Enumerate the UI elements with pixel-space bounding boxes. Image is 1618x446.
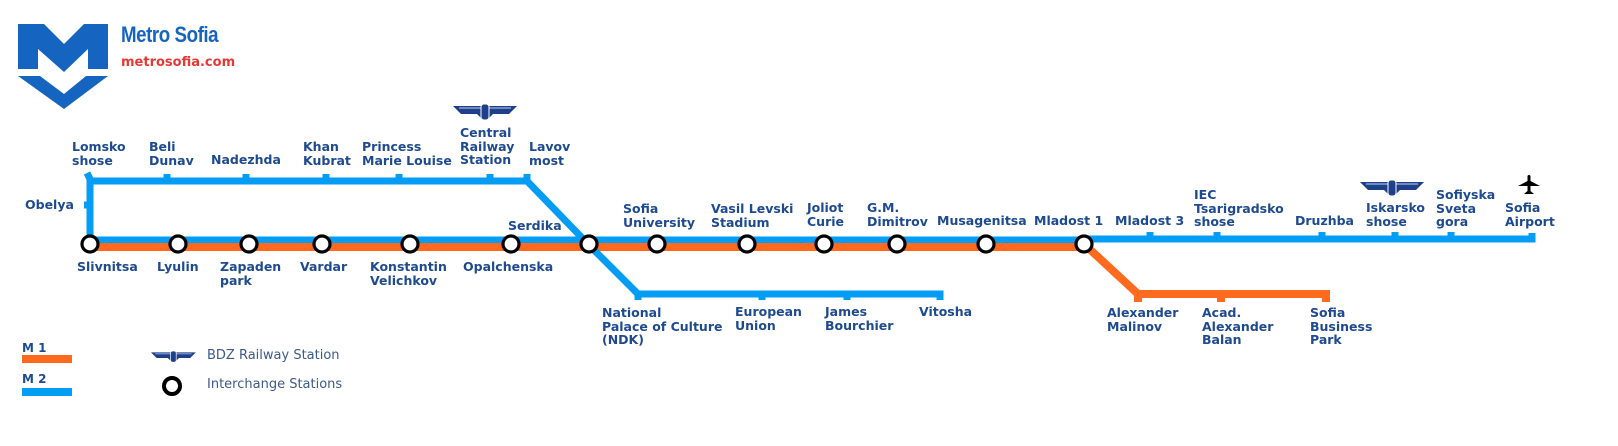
airplane-icon [1518,175,1540,194]
legend-graphics [151,350,196,396]
station-lyulin[interactable]: Lyulin [157,259,199,274]
interchange-circle-icon [501,234,521,254]
bdz-railway-icon [151,350,196,363]
interchange-circle-icon [814,234,834,254]
station-nadezhda[interactable]: Nadezhda [211,152,281,167]
station-sofia-university[interactable]: Sofia University [623,201,695,230]
station-khan-kubrat[interactable]: Khan Kubrat [303,139,351,168]
station-iec-tsarigradsko[interactable]: IEC Tsarigradsko shose [1194,187,1284,229]
interchange-circle-icon [1074,234,1094,254]
interchange-circle-icon [976,234,996,254]
station-sofia-business-park[interactable]: Sofia Business Park [1310,305,1373,347]
station-ndk[interactable]: National Palace of Culture (NDK) [602,305,723,347]
station-mladost-1[interactable]: Mladost 1 [1034,213,1104,228]
interchange-circle-icon [168,234,188,254]
legend-m1-label: M 1 [22,341,47,355]
interchange-circle-icon [80,234,100,254]
station-vardar[interactable]: Vardar [300,259,348,274]
station-sofiyska-sveta-gora[interactable]: Sofiyska Sveta gora [1436,187,1496,229]
interchange-circle-icon [737,234,757,254]
metro-logo [18,24,110,114]
legend-m1-swatch [22,355,72,363]
brand-url-link[interactable]: metrosofia.com [121,55,236,70]
interchange-circle-icon [400,234,420,254]
interchange-circle-icon [579,234,599,254]
station-opalchenska[interactable]: Opalchenska [463,259,554,274]
station-zapaden-park[interactable]: Zapaden park [220,259,282,288]
station-obelya[interactable]: Obelya [25,197,74,212]
legend-bdz-label: BDZ Railway Station [207,348,340,363]
interchange-circle-icon [239,234,259,254]
station-james-bourchier[interactable]: James Bourchier [825,304,894,333]
brand-title: Metro Sofia [121,22,219,47]
station-princess-marie-louise[interactable]: Princess Marie Louise [362,139,452,168]
station-konstantin-velichkov[interactable]: Konstantin Velichkov [370,259,447,288]
station-sofia-airport[interactable]: Sofia Airport [1505,200,1555,229]
interchange-stations [80,234,1094,254]
interchange-circle-icon [162,376,182,396]
station-european-union[interactable]: European Union [735,304,802,333]
station-serdika[interactable]: Serdika [508,218,562,233]
station-vasil-levski[interactable]: Vasil Levski Stadium [711,201,794,230]
legend-m2-swatch [22,388,72,396]
station-lavov-most[interactable]: Lavov most [529,139,571,168]
metro-m-logo-icon [18,24,108,109]
interchange-circle-icon [647,234,667,254]
legend-interchange-label: Interchange Stations [207,377,343,392]
interchange-circle-icon [312,234,332,254]
station-slivnitsa[interactable]: Slivnitsa [77,259,138,274]
station-central-railway[interactable]: Central Railway Station [460,125,515,167]
legend-m2-label: M 2 [22,372,47,386]
interchange-circle-icon [887,234,907,254]
station-acad-balan[interactable]: Acad. Alexander Balan [1202,305,1274,347]
station-alexander-malinov[interactable]: Alexander Malinov [1107,305,1179,334]
m2-line [83,171,1536,300]
bdz-railway-icon [453,103,517,121]
station-druzhba[interactable]: Druzhba [1295,213,1354,228]
station-gm-dimitrov[interactable]: G.M. Dimitrov [867,200,928,229]
station-joliot-curie[interactable]: Joliot Curie [807,200,844,229]
bdz-railway-icon [1360,179,1424,197]
station-lomsko-shose[interactable]: Lomsko shose [72,139,126,168]
station-beli-dunav[interactable]: Beli Dunav [149,139,194,168]
station-musagenitsa[interactable]: Musagenitsa [937,213,1027,228]
station-vitosha[interactable]: Vitosha [919,304,973,319]
station-mladost-3[interactable]: Mladost 3 [1115,213,1185,228]
station-iskarsko-shose[interactable]: Iskarsko shose [1366,200,1426,229]
